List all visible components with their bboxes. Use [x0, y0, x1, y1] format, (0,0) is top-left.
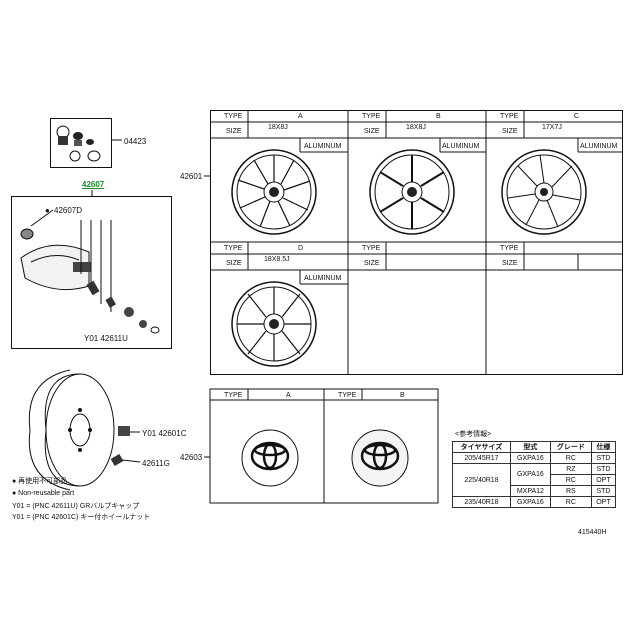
- table-row: 235/40R18 GXPA16 RC OPT: [452, 496, 617, 508]
- table-row: MXPA12 RS STD: [453, 485, 617, 497]
- ref-cell: 225/40R18: [452, 463, 511, 497]
- ref-header: グレード: [549, 441, 592, 453]
- size-label-d: SIZE: [226, 260, 242, 267]
- ref-cell: STD: [590, 463, 617, 475]
- ref-cell: RS: [549, 485, 592, 497]
- ref-cell: GXPA16: [509, 452, 551, 464]
- size-value-c: 17X7J: [542, 124, 562, 131]
- ref-cell: GXPA16: [509, 463, 551, 486]
- material-b: ALUMINUM: [442, 143, 480, 150]
- part-42607d-label: 42607D: [54, 206, 83, 215]
- note-line-1: ● 再使用不可部品: [12, 478, 68, 485]
- cap-type-value-a: A: [286, 392, 291, 399]
- drawing-id: 415440H: [578, 529, 607, 536]
- ref-header: 仕様: [590, 441, 617, 453]
- part-42611u-label: Y01 42611U: [84, 334, 128, 343]
- table-row: 225/40R18 GXPA16 RZ STD: [452, 463, 617, 497]
- cap-type-label-b: TYPE: [338, 392, 357, 399]
- size-value-d: 18X8.5J: [264, 256, 290, 263]
- ref-cell: STD: [590, 485, 617, 497]
- material-a: ALUMINUM: [304, 143, 342, 150]
- type-label-d: TYPE: [224, 245, 243, 252]
- wheel-c-icon: [501, 149, 587, 235]
- wheel-a-icon: [231, 149, 317, 235]
- type-value-b: B: [436, 113, 441, 120]
- part-42607-label[interactable]: 42607: [82, 180, 105, 189]
- type-label-a: TYPE: [224, 113, 243, 120]
- ref-cell: RZ: [549, 463, 592, 475]
- ref-table: タイヤサイズ 型式 グレード 仕様 205/45R17 GXPA16 RC ST…: [452, 441, 617, 508]
- ref-cell: 205/45R17: [452, 452, 511, 464]
- type-label-b: TYPE: [362, 113, 381, 120]
- type-value-a: A: [298, 113, 303, 120]
- size-value-a: 18X8J: [268, 124, 288, 131]
- valve-kit-box: [50, 118, 112, 168]
- size-label-empty-2: SIZE: [502, 260, 518, 267]
- table-row: 205/45R17 GXPA16 RC STD: [452, 452, 617, 464]
- center-cap-b-icon: [351, 429, 409, 487]
- size-label-c: SIZE: [502, 128, 518, 135]
- part-04423-label: 04423: [124, 137, 147, 146]
- ref-cell: OPT: [590, 474, 617, 486]
- note-line-4: Y01 = (PNC 42601C) キー付ホイールナット: [12, 514, 151, 521]
- part-42601-label: 42601: [180, 172, 203, 181]
- valve-kit-icon: [56, 125, 122, 162]
- ref-cell: MXPA12: [509, 485, 551, 497]
- ref-title: <参考情報>: [455, 431, 492, 438]
- part-42603-label: 42603: [180, 453, 203, 462]
- size-label-empty-1: SIZE: [364, 260, 380, 267]
- wheel-d-icon: [231, 281, 317, 367]
- material-c: ALUMINUM: [580, 143, 618, 150]
- bullet-icon: ●: [45, 206, 50, 215]
- type-label-c: TYPE: [500, 113, 519, 120]
- size-label-a: SIZE: [226, 128, 242, 135]
- tpms-box: [11, 196, 172, 349]
- ref-header: 型式: [509, 441, 551, 453]
- size-value-b: 18X8J: [406, 124, 426, 131]
- part-42611g-label: 42611G: [142, 459, 170, 468]
- ref-cell: STD: [590, 452, 617, 464]
- lug-nut-icon: [110, 426, 141, 466]
- type-value-d: D: [298, 245, 304, 252]
- type-label-empty-1: TYPE: [362, 245, 381, 252]
- ref-cell: OPT: [590, 496, 617, 508]
- material-d: ALUMINUM: [304, 275, 342, 282]
- ref-header: タイヤサイズ: [452, 441, 511, 453]
- cap-type-label-a: TYPE: [224, 392, 243, 399]
- note-line-3: Y01 = (PNC 42611U) GRバルブキャップ: [12, 503, 140, 510]
- ref-cell: RC: [549, 452, 592, 464]
- center-cap-a-icon: [241, 429, 299, 487]
- tire-icon: [28, 369, 115, 491]
- part-42601c-label: Y01 42601C: [142, 429, 187, 438]
- ref-cell: GXPA16: [509, 496, 551, 508]
- cap-type-value-b: B: [400, 392, 405, 399]
- wheel-b-icon: [369, 149, 455, 235]
- ref-cell: RC: [549, 496, 592, 508]
- type-label-empty-2: TYPE: [500, 245, 519, 252]
- tpms-sensor-icon: [20, 209, 160, 334]
- note-line-2: ● Non-reusable part: [12, 490, 75, 497]
- ref-cell: RC: [549, 474, 592, 486]
- type-value-c: C: [574, 113, 580, 120]
- ref-cell: 235/40R18: [452, 496, 511, 508]
- size-label-b: SIZE: [364, 128, 380, 135]
